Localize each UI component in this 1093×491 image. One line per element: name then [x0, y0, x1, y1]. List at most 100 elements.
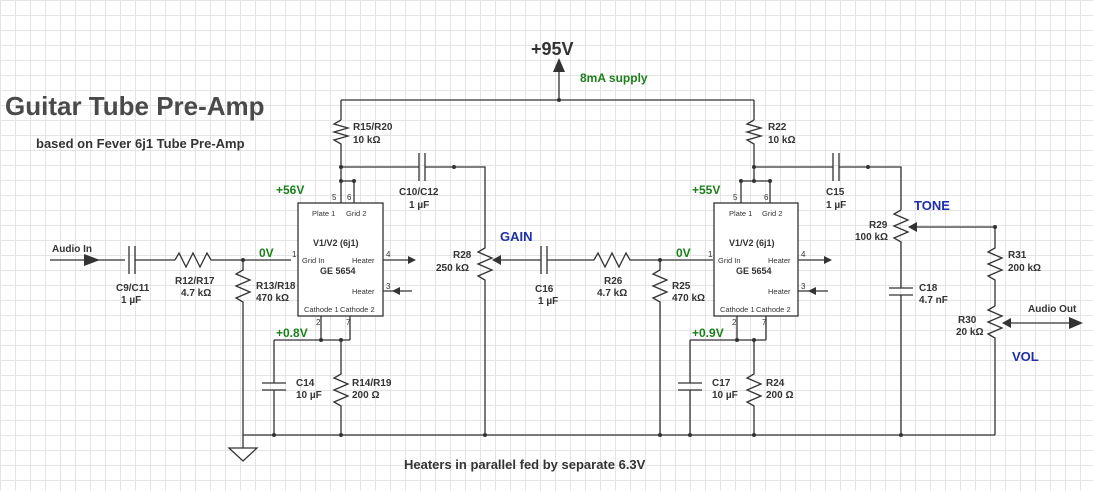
capacitor-c9-c11 — [128, 246, 175, 274]
footer-note: Heaters in parallel fed by separate 6.3V — [404, 457, 646, 472]
ground-icon — [227, 447, 259, 462]
v1-grid2: Grid 2 — [346, 209, 366, 218]
r22-value: 10 kΩ — [768, 135, 795, 146]
tube-v2 — [690, 100, 832, 341]
gain-pot-r28 — [476, 215, 541, 435]
v1-cathode1: Cathode 1 — [304, 305, 339, 314]
c14-name: C14 — [296, 378, 315, 389]
v2-pin2: 2 — [732, 318, 737, 327]
page-title: Guitar Tube Pre-Amp — [5, 91, 265, 121]
c18-name: C18 — [919, 283, 938, 294]
ground-bus — [227, 433, 995, 462]
v1-part: GE 5654 — [320, 266, 356, 276]
r24-name: R24 — [766, 378, 785, 389]
c16-value: 1 µF — [538, 296, 558, 307]
r31-name: R31 — [1008, 250, 1027, 261]
audio-in-label: Audio In — [52, 244, 92, 255]
audio-out-label: Audio Out — [1028, 304, 1077, 315]
c15-value: 1 µF — [826, 200, 846, 211]
v1-pin3: 3 — [386, 282, 391, 291]
c16-name: C16 — [535, 284, 554, 295]
supply-rail — [341, 58, 754, 102]
v2-grid-in: Grid In — [718, 256, 741, 265]
r25-name: R25 — [672, 281, 691, 292]
r14-r19-name: R14/R19 — [352, 378, 392, 389]
c9-c11-value: 1 µF — [121, 295, 141, 306]
capacitor-c15 — [754, 153, 902, 210]
v1-cathode2: Cathode 2 — [340, 305, 375, 314]
resistor-r26 — [593, 251, 713, 269]
r31-value: 200 kΩ — [1008, 263, 1041, 274]
r28-name: R28 — [453, 250, 472, 261]
cathode-network-2 — [678, 338, 763, 435]
r29-value: 100 kΩ — [855, 232, 888, 243]
gain-wiper-icon — [492, 255, 501, 265]
c9-c11-name: C9/C11 — [116, 283, 150, 294]
v1-heater2: Heater — [352, 287, 375, 296]
input-arrow-icon — [84, 254, 100, 266]
tube-v1 — [274, 100, 416, 341]
v2-pin5: 5 — [733, 193, 738, 202]
v2-pin4: 4 — [801, 250, 806, 259]
page-subtitle: based on Fever 6j1 Tube Pre-Amp — [36, 136, 245, 151]
stage2-cathode-voltage: +0.9V — [692, 326, 724, 340]
c10-c12-value: 1 µF — [409, 200, 429, 211]
v2-pin7: 7 — [762, 318, 767, 327]
supply-current: 8mA supply — [580, 71, 648, 85]
resistor-r13-r18 — [234, 258, 252, 435]
r28-value: 250 kΩ — [436, 263, 469, 274]
v2-grid2: Grid 2 — [762, 209, 782, 218]
capacitor-c16 — [540, 246, 594, 274]
v1-grid-in: Grid In — [302, 256, 325, 265]
resistor-r25 — [651, 258, 669, 435]
v2-name: V1/V2 (6j1) — [729, 238, 775, 248]
c17-name: C17 — [712, 378, 731, 389]
v2-heater1: Heater — [768, 256, 791, 265]
stage1-plate-voltage: +56V — [276, 183, 304, 197]
r22-name: R22 — [768, 122, 787, 133]
tone-wiper-icon — [908, 222, 917, 232]
v1-pin1: 1 — [292, 250, 297, 259]
r30-name: R30 — [958, 315, 977, 326]
c10-c12-name: C10/C12 — [399, 187, 439, 198]
v1-plate1: Plate 1 — [312, 209, 335, 218]
r26-value: 4.7 kΩ — [597, 288, 627, 299]
stage1-grid-voltage: 0V — [259, 246, 274, 260]
r15-r20-name: R15/R20 — [353, 122, 393, 133]
v2-part: GE 5654 — [736, 266, 772, 276]
c15-name: C15 — [826, 187, 845, 198]
r14-r19-value: 200 Ω — [352, 390, 379, 401]
tone-network — [889, 209, 997, 435]
vol-label: VOL — [1012, 349, 1039, 364]
vol-wiper-icon — [1002, 318, 1011, 328]
v2-pin1: 1 — [708, 250, 713, 259]
v1-pin2: 2 — [316, 318, 321, 327]
resistor-r12-r17 — [174, 251, 291, 269]
v2-cathode1: Cathode 1 — [720, 305, 755, 314]
v2-pin3: 3 — [801, 282, 806, 291]
v1-pin7: 7 — [346, 318, 351, 327]
stage1-cathode-voltage: +0.8V — [276, 326, 308, 340]
r26-name: R26 — [604, 276, 623, 287]
r13-r18-name: R13/R18 — [256, 281, 296, 292]
c14-value: 10 µF — [296, 390, 322, 401]
v1-name: V1/V2 (6j1) — [313, 238, 359, 248]
supply-voltage: +95V — [531, 39, 574, 59]
r15-r20-value: 10 kΩ — [353, 135, 380, 146]
supply-arrow-icon — [553, 58, 565, 72]
tone-label: TONE — [914, 198, 950, 213]
v1-heater1: Heater — [352, 256, 375, 265]
v2-heater2: Heater — [768, 287, 791, 296]
stage2-plate-voltage: +55V — [692, 183, 720, 197]
output-arrow-icon — [1069, 317, 1083, 329]
v1-pin4: 4 — [386, 250, 391, 259]
c18-value: 4.7 nF — [919, 295, 948, 306]
r12-r17-value: 4.7 kΩ — [181, 288, 211, 299]
c17-value: 10 µF — [712, 390, 738, 401]
r30-value: 20 kΩ — [956, 327, 983, 338]
cathode-network-1 — [262, 338, 350, 435]
r12-r17-name: R12/R17 — [175, 276, 215, 287]
r13-r18-value: 470 kΩ — [256, 293, 289, 304]
v2-cathode2: Cathode 2 — [756, 305, 791, 314]
